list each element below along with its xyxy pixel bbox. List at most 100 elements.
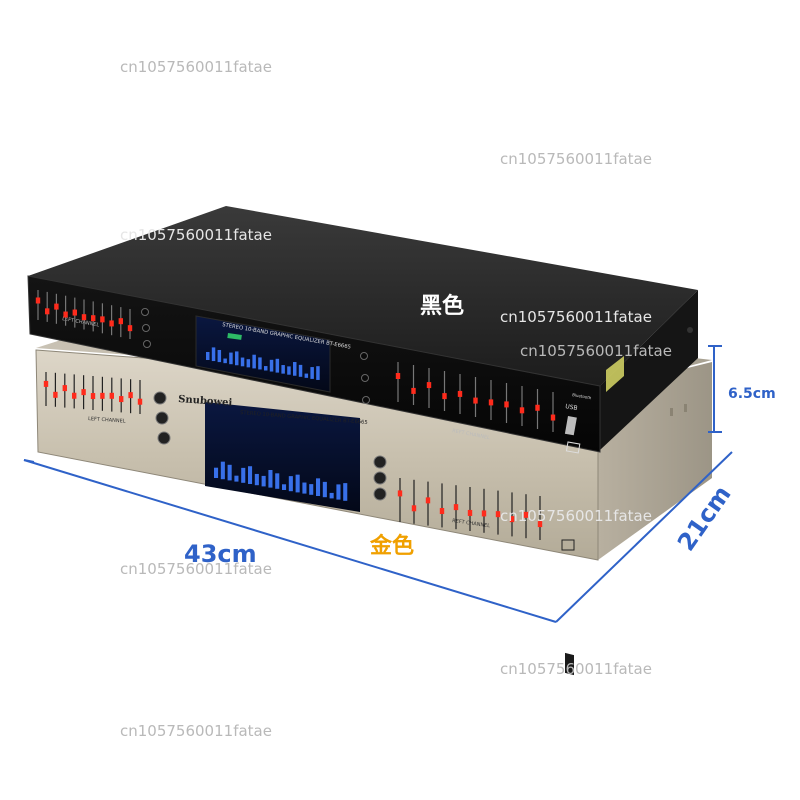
eq-slider-led [90,393,96,400]
watermark-text: cn1057560011fatae [120,58,272,76]
width-dimension-label: 43cm [184,540,257,568]
gold-control-buttons [153,391,387,501]
black-equalizer-unit: STEREO 10-BAND GRAPHIC EQUALIZER BT-E666… [27,206,698,454]
black-side-screw [687,327,693,333]
eq-slider-led [509,516,515,523]
watermark-text: cn1057560011fatae [520,342,672,360]
eq-slider-led [53,391,58,398]
eq-slider-led [481,510,487,517]
spectrum-bar [268,470,273,488]
eq-slider-led [504,401,509,408]
black-bluetooth-label: Bluetooth [572,392,592,400]
spectrum-bar [258,357,262,370]
eq-slider-led [523,511,529,518]
eq-slider-led [72,309,77,316]
spectrum-bar [214,467,219,478]
spectrum-bar [310,367,314,379]
eq-slider-led [439,508,445,515]
gold-right-channel-label: REFT CHANNEL [452,518,491,529]
watermark-text: cn1057560011fatae [120,722,272,740]
spectrum-bar [241,467,246,483]
spectrum-bar [227,464,232,481]
spectrum-bar [246,359,251,368]
spectrum-bar [252,354,256,369]
black-eq-badge [565,441,581,454]
display-status-indicator [227,333,242,340]
spectrum-bar [269,359,274,372]
watermark-text: cn1057560011fatae [500,507,652,525]
eq-slider-led [109,392,114,399]
spectrum-bar [254,473,259,486]
spectrum-bar [220,461,225,480]
spectrum-bar [223,358,227,364]
spectrum-bar [281,365,285,374]
spectrum-bar [343,483,348,501]
eq-slider-led [397,490,403,497]
eq-slider-led [495,511,501,518]
watermark-text: cn1057560011fatae [500,150,652,168]
eq-slider-led [488,399,494,406]
eq-slider-led [72,392,77,399]
eq-slider-led [127,325,133,332]
watermark-text: cn1057560011fatae [500,308,652,326]
eq-slider-led [43,380,49,387]
spectrum-bar [211,347,216,362]
gold-color-label: 金色 [370,534,415,559]
eq-slider-led [81,389,86,396]
side-sticker [606,356,624,392]
eq-slider-led [467,509,473,516]
dimension-lines [23,345,733,623]
eq-slider-led [100,392,105,399]
black-control-buttons [141,308,370,404]
black-spectrum-display [206,347,320,380]
eq-slider-led [411,505,417,512]
spectrum-bar [240,357,245,367]
gold-left-channel-label: LEFT CHANNEL [88,416,126,425]
spectrum-bar [217,349,222,363]
eq-slider-led [473,397,478,404]
eq-slider-led [62,385,67,392]
spectrum-bar [206,351,210,360]
eq-slider-led [45,308,50,315]
spectrum-bar [235,351,239,366]
eq-slider-led [395,373,401,379]
spectrum-bar [316,478,321,496]
spectrum-bar [248,466,253,484]
eq-slider-led [119,396,124,403]
gold-right-sliders [397,478,543,540]
black-top-panel [28,206,698,386]
black-usb-port [564,415,577,436]
black-usb-label: USB [565,403,578,412]
spectrum-bar [336,484,341,500]
eq-slider-led [550,414,556,421]
spectrum-bar [287,366,291,375]
eq-slider-led [118,318,123,325]
eq-slider-led [411,387,416,394]
watermark-text: cn1057560011fatae [120,226,272,244]
spectrum-bar [275,473,280,489]
eq-slider-led [457,390,463,397]
gold-brand-text: Snubowei [178,394,233,409]
eq-slider-led [54,303,59,310]
eq-slider-led [128,392,133,399]
black-right-sliders [395,362,556,432]
black-left-sliders [35,290,133,339]
spectrum-bar [295,474,300,493]
black-color-label: 黑色 [420,294,465,319]
gold-spectrum-display [214,461,348,501]
eq-slider-led [426,382,432,389]
spectrum-bar [298,364,303,377]
watermark-text: cn1057560011fatae [120,560,272,578]
spectrum-bar [275,358,280,373]
height-dimension-label: 6.5cm [728,386,776,402]
gold-eq-badge [561,539,575,551]
spectrum-bar [309,484,314,495]
spectrum-bar [316,366,320,380]
spectrum-bar [293,362,297,376]
spectrum-bar [329,492,334,499]
eq-slider-led [442,393,447,400]
eq-slider-led [137,398,143,405]
black-side-panel [600,290,698,450]
spectrum-bar [288,476,293,492]
